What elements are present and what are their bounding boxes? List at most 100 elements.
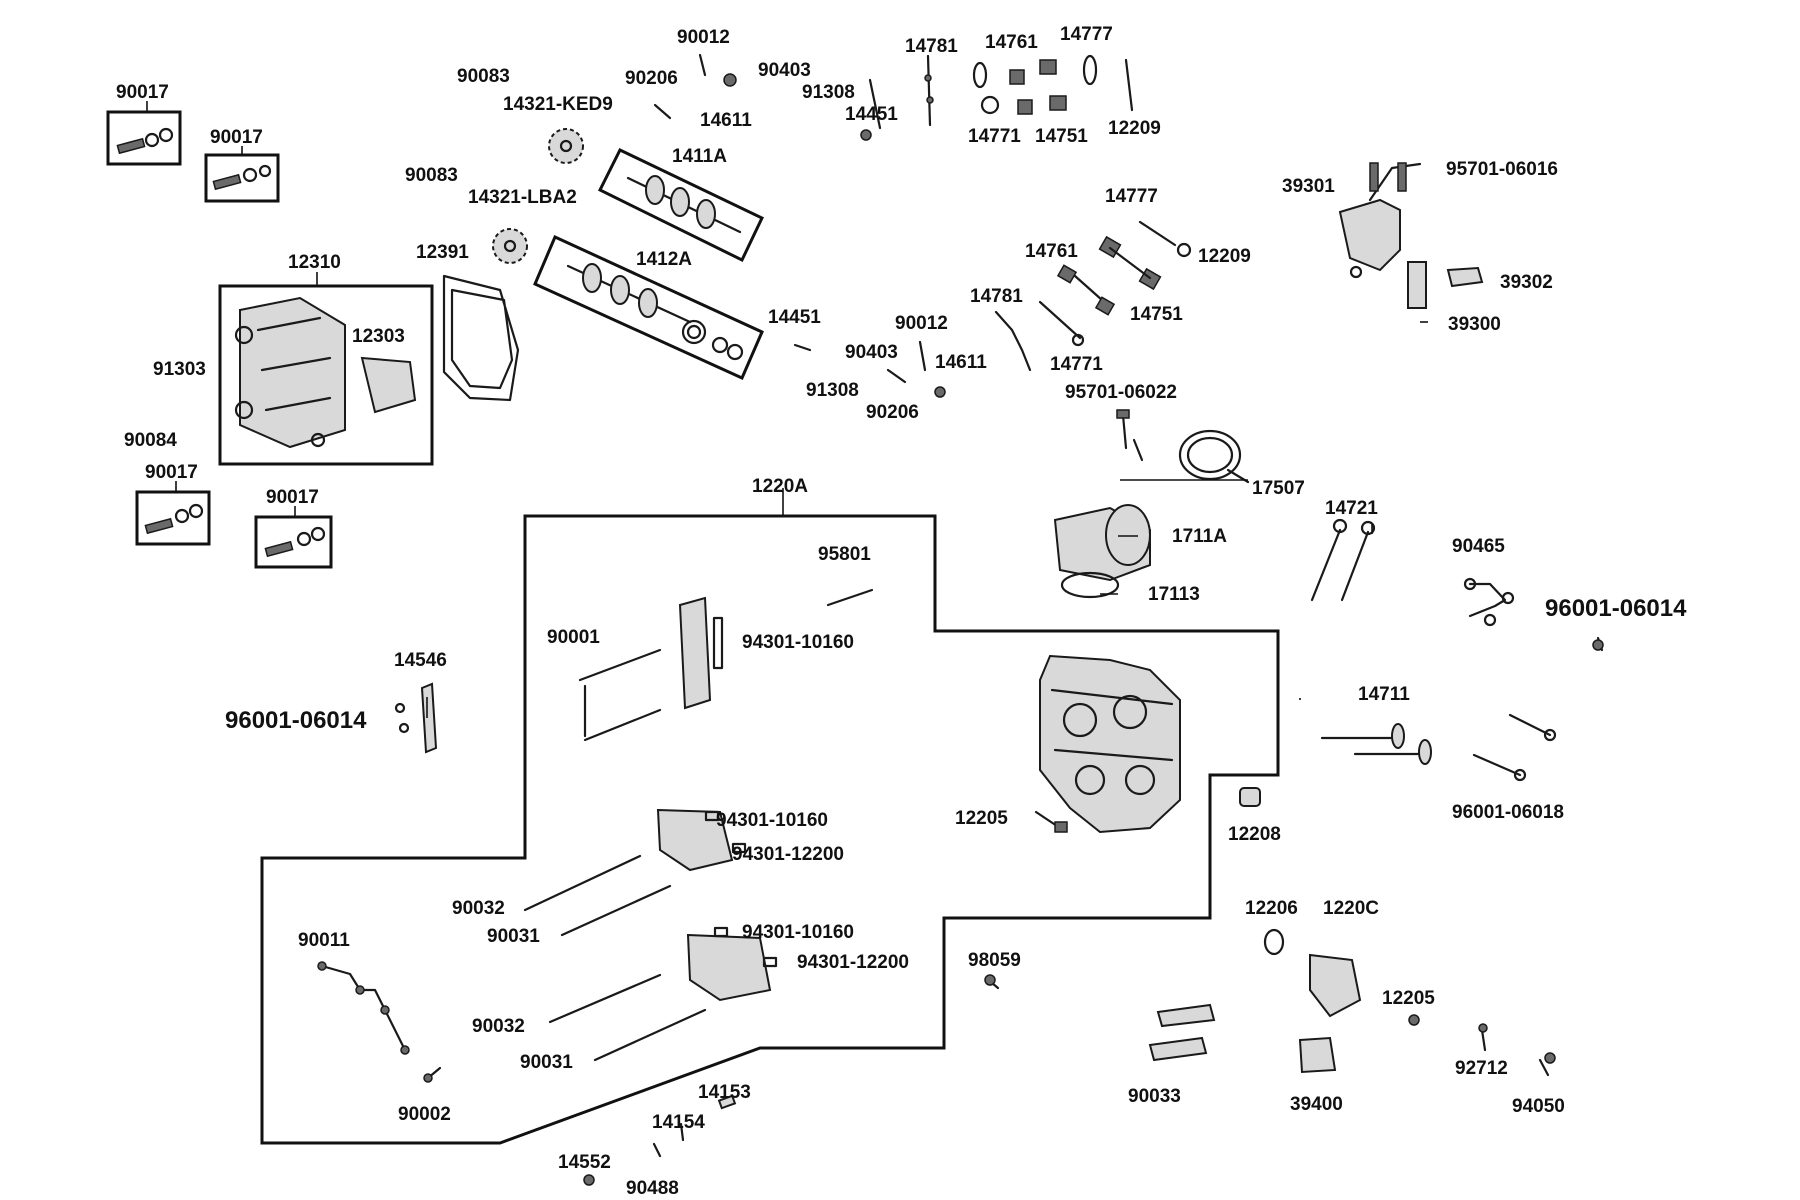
part-label: 39301 — [1282, 176, 1335, 197]
small-bolt-group-icon — [317, 961, 442, 1083]
part-label: 1220A — [752, 476, 808, 497]
part-label: 14321-KED9 — [503, 94, 613, 115]
part-label: 14761 — [1025, 241, 1078, 262]
part-label: 14153 — [698, 1082, 751, 1103]
part-label: 14781 — [970, 286, 1023, 307]
camshaft-1411A-box — [597, 148, 764, 263]
part-label: 17113 — [1148, 584, 1200, 605]
rocker-arm-icon — [793, 220, 1192, 398]
valve-icon — [1310, 518, 1432, 765]
stud-bolt-icon — [1463, 577, 1604, 782]
bolt-box-2 — [204, 153, 280, 203]
part-label: 90032 — [472, 1016, 525, 1037]
part-label: 14751 — [1130, 304, 1183, 325]
part-label: 12310 — [288, 252, 341, 273]
cylinder-head-cover-box — [218, 284, 434, 466]
part-label: 90002 — [398, 1104, 451, 1125]
part-label: 39300 — [1448, 314, 1501, 335]
part-label: 14751 — [1035, 126, 1088, 147]
part-label: 17507 — [1252, 478, 1305, 499]
part-label: 14321-LBA2 — [468, 187, 577, 208]
bearing-cap-icon — [656, 596, 778, 1002]
part-label: 96001-06018 — [1452, 802, 1564, 823]
cylinder-head-icon — [1039, 654, 1181, 834]
part-label: 12208 — [1228, 824, 1281, 845]
part-label: 39302 — [1500, 272, 1553, 293]
part-label: 90083 — [405, 165, 458, 186]
part-label: 91308 — [806, 380, 859, 401]
part-label: 14154 — [652, 1112, 705, 1133]
rocker-arm-icon — [653, 53, 1134, 141]
intake-manifold-icon — [1338, 162, 1484, 309]
camshaft-icon — [566, 175, 744, 361]
part-label: 90012 — [677, 27, 730, 48]
bolt-box-1 — [106, 110, 182, 166]
part-label: 96001-06014 — [225, 707, 367, 734]
clamp-icon — [1178, 429, 1250, 484]
part-label: 14451 — [845, 104, 898, 125]
part-label: 95701-06022 — [1065, 382, 1177, 403]
leader-lines — [146, 101, 1428, 718]
part-label: 90084 — [124, 430, 177, 451]
bolt-washer-icon — [116, 127, 326, 558]
part-label: 91303 — [153, 359, 206, 380]
part-label: 94050 — [1512, 1096, 1565, 1117]
part-labels: 90017 90017 90017 90017 90083 14321-KED9… — [116, 24, 1687, 1199]
part-label: 90403 — [845, 342, 898, 363]
intake-pipe-icon — [1053, 504, 1151, 599]
part-label: 14552 — [558, 1152, 611, 1173]
part-label: 12205 — [955, 808, 1008, 829]
part-label: 95801 — [818, 544, 871, 565]
part-label: 39400 — [1290, 1094, 1343, 1115]
part-label: 90488 — [626, 1178, 679, 1199]
spark-plug-icon — [1034, 787, 1261, 833]
part-label: 90031 — [487, 926, 540, 947]
cylinder-head-cover-icon — [234, 296, 417, 449]
part-label: 1412A — [636, 249, 692, 270]
part-label: 96001-06014 — [1545, 595, 1687, 622]
bolt-box-3 — [135, 490, 211, 546]
bolt-icon — [1116, 409, 1144, 462]
sprocket-icon — [492, 128, 584, 264]
part-label: 14451 — [768, 307, 821, 328]
part-label: 90017 — [266, 487, 319, 508]
part-label: 90206 — [866, 402, 919, 423]
part-label: 90017 — [210, 127, 263, 148]
part-label: 91308 — [802, 82, 855, 103]
long-bolt-icon — [523, 588, 874, 1062]
part-label: 12206 — [1245, 898, 1298, 919]
part-label: 1220C — [1323, 898, 1379, 919]
small-parts-icon — [583, 928, 1556, 1186]
part-label: 90465 — [1452, 536, 1505, 557]
part-label: 94301-10160 — [742, 922, 854, 943]
part-label: 14781 — [905, 36, 958, 57]
part-label: 1711A — [1172, 526, 1227, 547]
part-label: 90031 — [520, 1052, 573, 1073]
part-label: 90012 — [895, 313, 948, 334]
bracket-icon — [394, 682, 438, 754]
part-label: 14777 — [1060, 24, 1113, 45]
bolt-box-4 — [254, 515, 333, 569]
part-label: 14611 — [935, 352, 987, 373]
part-label: 95701-06016 — [1446, 159, 1558, 180]
part-label: 94301-10160 — [716, 810, 828, 831]
part-label: 90083 — [457, 66, 510, 87]
part-label: 90017 — [145, 462, 198, 483]
cylinder-head-assy-frame — [260, 514, 1280, 1145]
gasket-icon — [442, 274, 520, 402]
part-label: 90017 — [116, 82, 169, 103]
part-label: 98059 — [968, 950, 1021, 971]
part-label: 1411A — [672, 146, 727, 167]
part-label: 90033 — [1128, 1086, 1181, 1107]
part-label: 14771 — [1050, 354, 1103, 375]
part-label: 92712 — [1455, 1058, 1508, 1079]
part-label: 12209 — [1198, 246, 1251, 267]
part-label: 14771 — [968, 126, 1021, 147]
part-label: 14777 — [1105, 186, 1158, 207]
part-label: 90206 — [625, 68, 678, 89]
part-label: 94301-12200 — [732, 844, 844, 865]
part-label: 12209 — [1108, 118, 1161, 139]
part-label: 94301-10160 — [742, 632, 854, 653]
part-label: 90001 — [547, 627, 600, 648]
